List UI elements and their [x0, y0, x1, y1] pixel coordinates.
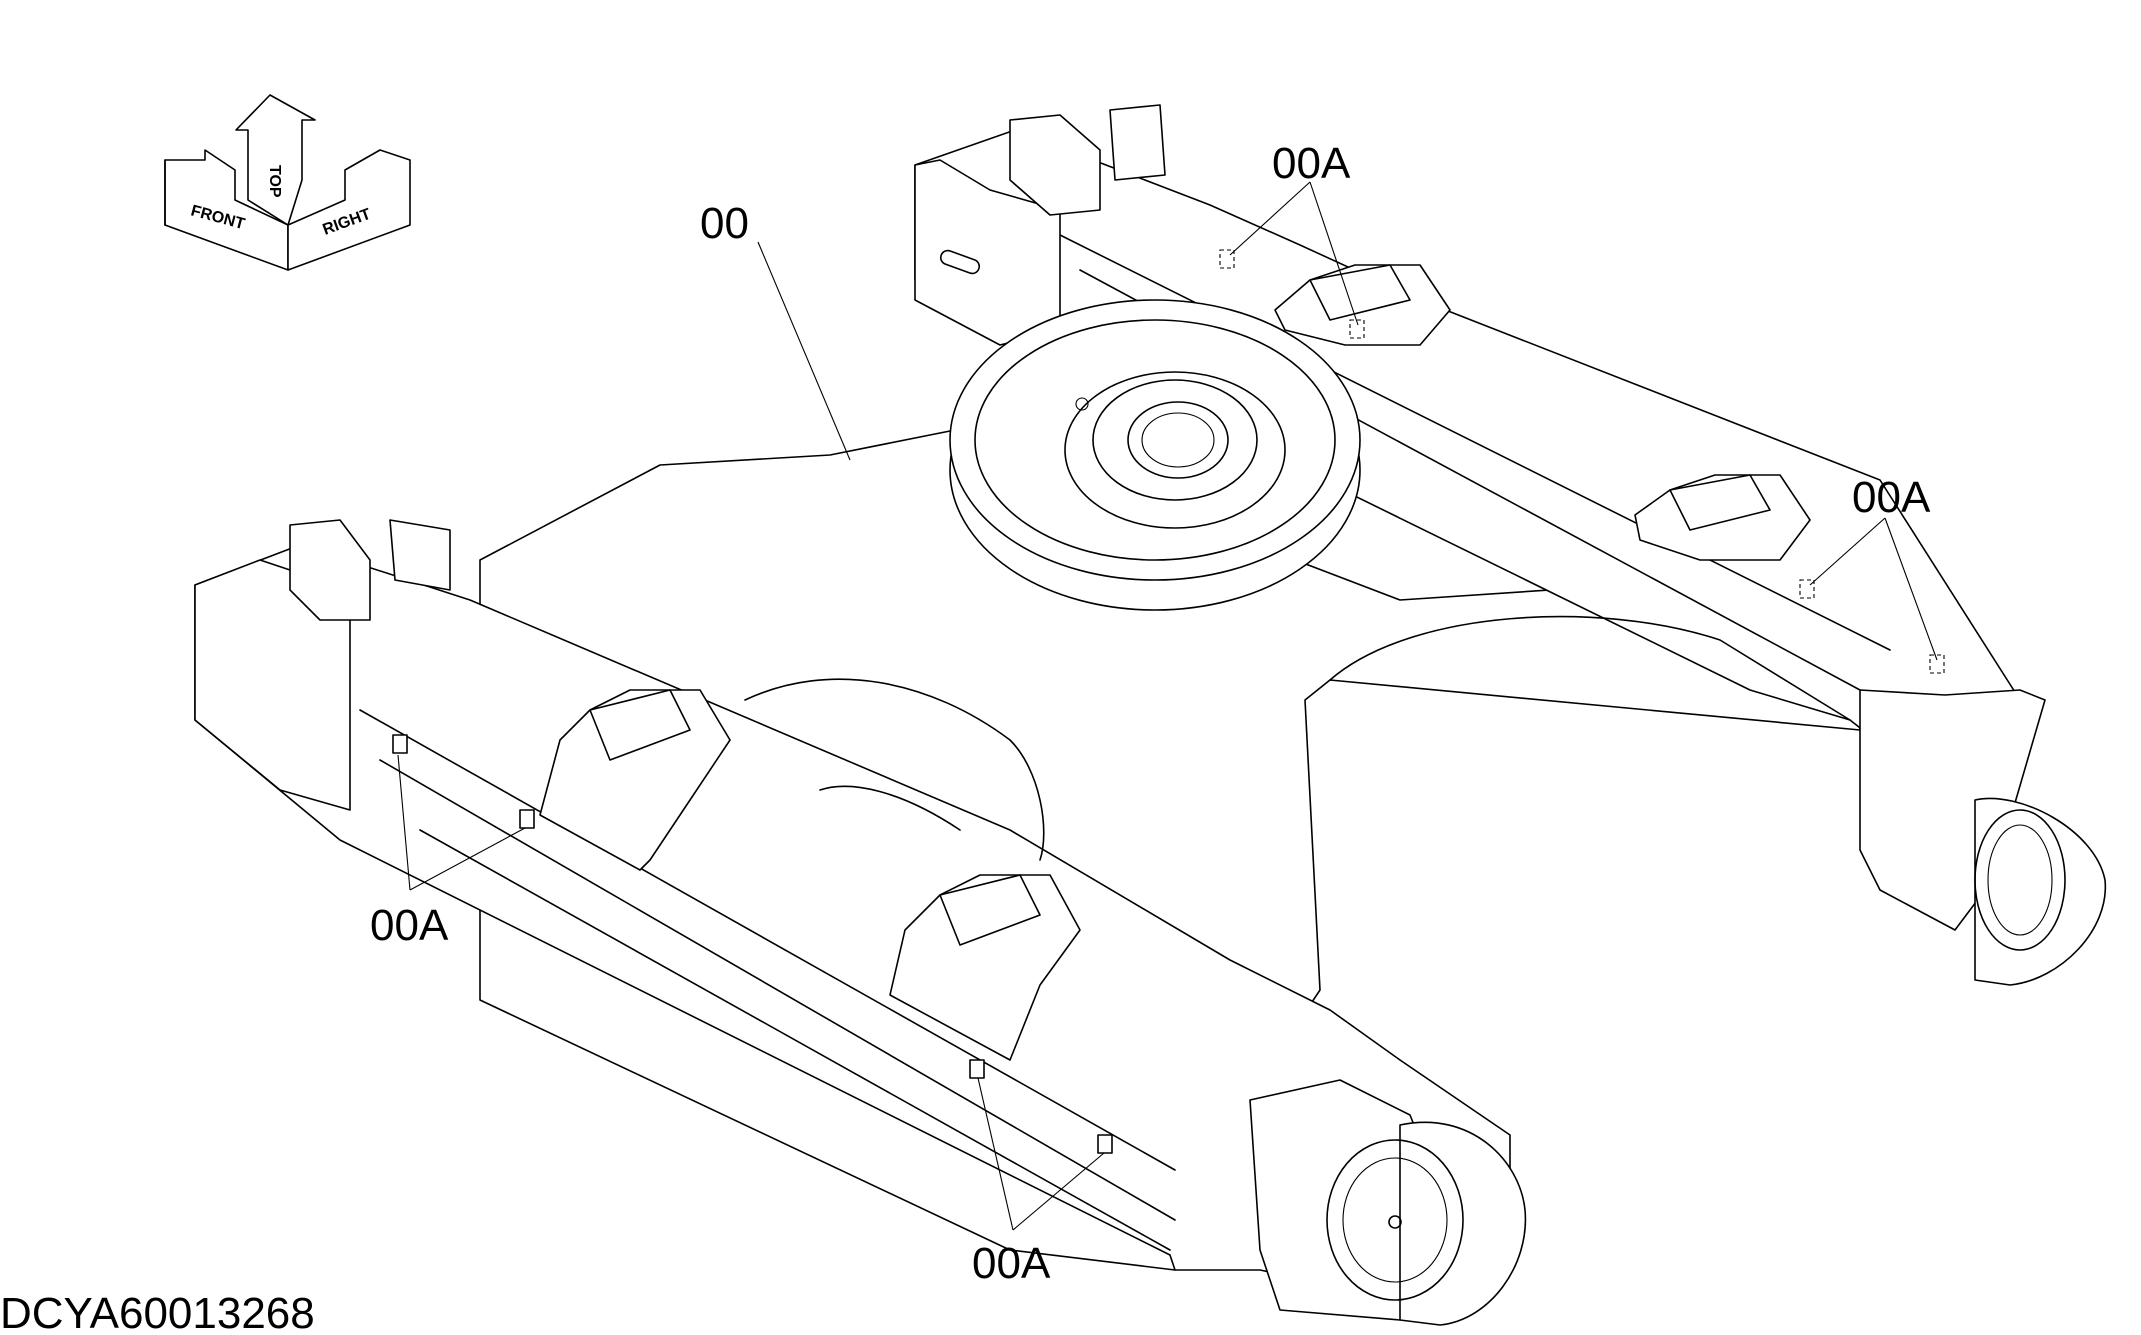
orientation-top-label: TOP — [266, 165, 283, 198]
leader-lines — [397, 181, 1938, 1231]
label-pad-front-bottom: 00A — [972, 1239, 1051, 1288]
label-pad-rear-top: 00A — [1272, 139, 1351, 188]
drawing-code: DCYA60013268 — [0, 1289, 315, 1335]
pad-rear-b — [1349, 319, 1365, 339]
track-frame — [194, 104, 2107, 1326]
pad-rear-a — [1219, 249, 1235, 269]
label-pad-front-left: 00A — [370, 901, 449, 950]
label-pad-rear-right: 00A — [1852, 473, 1931, 522]
pad-front-right-b — [1097, 1134, 1113, 1154]
pad-front-left — [392, 734, 408, 754]
pad-front-right-a — [969, 1059, 985, 1079]
pad-rear-c — [1799, 579, 1815, 599]
swing-bearing — [949, 299, 1361, 611]
label-frame: 00 — [700, 199, 749, 248]
orientation-indicator: FRONT TOP RIGHT — [164, 94, 411, 271]
pad-rear-d — [1929, 654, 1945, 674]
pad-front-mid — [519, 809, 535, 829]
